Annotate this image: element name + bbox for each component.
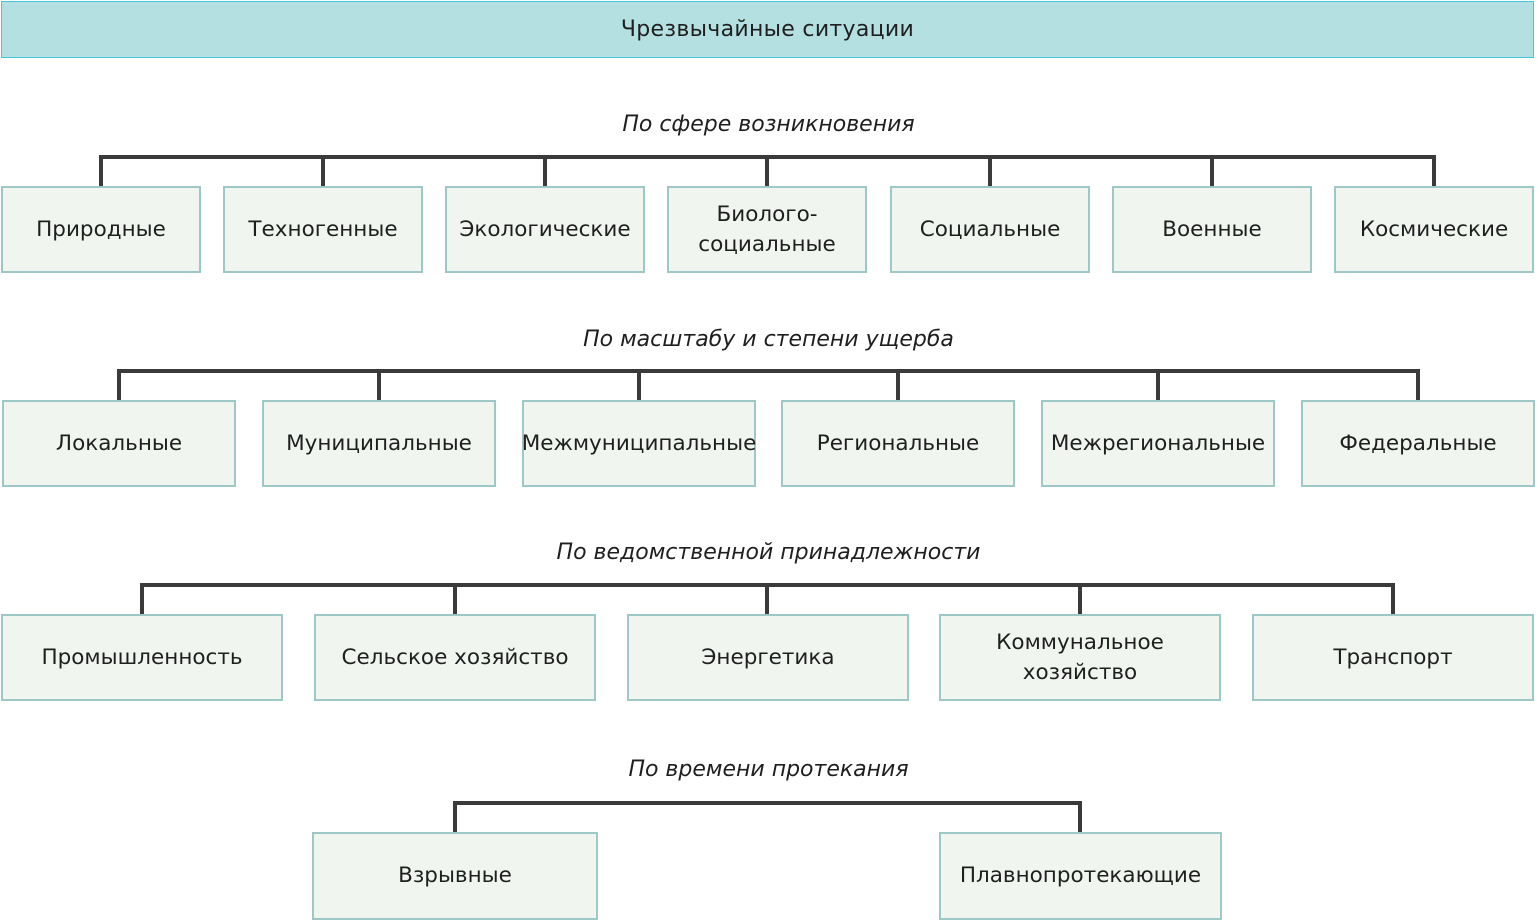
node-interregional: Межрегиональные — [1041, 400, 1275, 487]
node-natural: Природные — [1, 186, 201, 273]
node-local: Локальные — [2, 400, 236, 487]
node-municipal: Муниципальные — [262, 400, 496, 487]
node-explosive: Взрывные — [312, 832, 598, 920]
node-regional: Региональные — [781, 400, 1015, 487]
node-intermunicipal: Межмуниципальные — [522, 400, 756, 487]
diagram-title: Чрезвычайные ситуации — [1, 1, 1534, 58]
group-title-origin: По сфере возникновения — [622, 112, 915, 137]
node-ecological: Экологические — [445, 186, 645, 273]
node-space: Космические — [1334, 186, 1534, 273]
node-biosocial: Биолого- социальные — [667, 186, 867, 273]
node-industry: Промышленность — [1, 614, 283, 701]
node-military: Военные — [1112, 186, 1312, 273]
group-title-duration: По времени протекания — [628, 757, 909, 782]
node-utilities: Коммунальное хозяйство — [939, 614, 1221, 701]
node-federal: Федеральные — [1301, 400, 1535, 487]
node-social: Социальные — [890, 186, 1090, 273]
group-title-scale: По масштабу и степени ущерба — [583, 327, 954, 352]
node-gradual: Плавнопротекающие — [939, 832, 1222, 920]
node-transport: Транспорт — [1252, 614, 1534, 701]
group-title-departmental: По ведомственной принадлежности — [556, 540, 981, 565]
node-agriculture: Сельское хозяйство — [314, 614, 596, 701]
node-technogenic: Техногенные — [223, 186, 423, 273]
node-energy: Энергетика — [627, 614, 909, 701]
